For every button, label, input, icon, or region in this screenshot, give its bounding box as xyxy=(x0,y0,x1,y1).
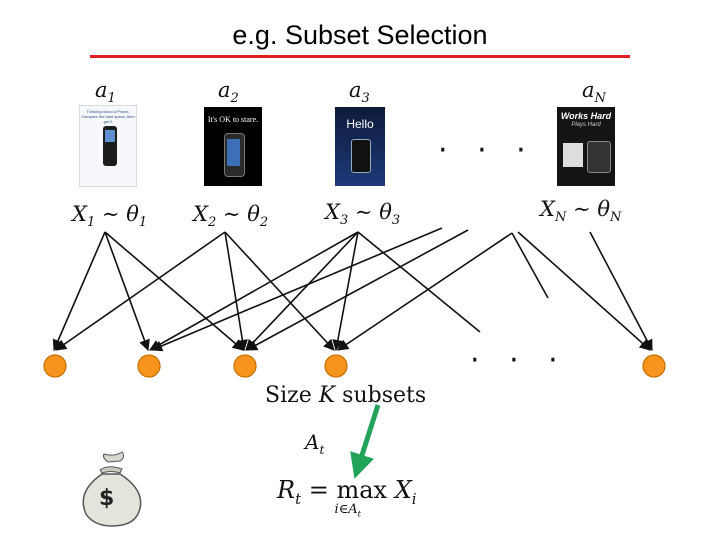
subset-node-4 xyxy=(324,354,348,378)
edge xyxy=(517,231,651,351)
ellipsis-top: · · · xyxy=(438,133,536,168)
edge xyxy=(589,231,653,351)
ad-text-4-brand: Works Hard xyxy=(560,111,612,121)
arm-distribution-2: X2 ∼ θ2 xyxy=(193,202,269,231)
title-underline xyxy=(90,55,630,58)
action-label: At xyxy=(305,430,325,457)
arm-label-a3: a3 xyxy=(349,78,370,107)
subset-node-2 xyxy=(137,354,161,378)
arm-distribution-N: XN ∼ θN xyxy=(540,197,622,226)
edge xyxy=(150,227,443,352)
subset-node-1 xyxy=(43,354,67,378)
arm-distribution-1: X1 ∼ θ1 xyxy=(72,202,148,231)
phone-screen xyxy=(227,139,240,166)
page-title: e.g. Subset Selection xyxy=(232,20,488,50)
max-subscript: i∈At xyxy=(334,502,361,519)
ad-text-3: Hello xyxy=(346,117,374,131)
ad-image-2: It's OK to stare. xyxy=(204,107,262,186)
edge xyxy=(104,231,150,352)
edge xyxy=(332,231,359,352)
ad-text-2: It's OK to stare. xyxy=(207,115,259,124)
subset-node-N xyxy=(642,354,666,378)
edge xyxy=(246,229,469,351)
subsets-caption: Size K subsets xyxy=(265,383,427,408)
phone-screen xyxy=(105,130,115,142)
ad-image-3: Hello xyxy=(335,107,385,186)
ad-copy-block xyxy=(563,143,583,167)
edge xyxy=(55,231,226,351)
edge xyxy=(52,231,106,352)
edge xyxy=(224,231,335,351)
ad-text-4-sub: Plays Hard xyxy=(571,122,601,128)
edge xyxy=(149,231,359,351)
money-bag-icon xyxy=(82,451,142,527)
arm-distribution-3: X3 ∼ θ3 xyxy=(325,200,401,229)
arm-label-aN: aN xyxy=(582,78,606,107)
edge xyxy=(224,231,248,352)
ad-text-1: Thinking about a Phone, Compare the best… xyxy=(81,109,135,124)
edge xyxy=(104,231,244,351)
ad-image-4: Works Hard Plays Hard xyxy=(557,107,615,186)
edge xyxy=(245,231,359,351)
edge xyxy=(357,231,481,333)
phone-image xyxy=(587,141,611,173)
arm-label-a2: a2 xyxy=(218,78,239,107)
arm-label-a1: a1 xyxy=(95,78,116,107)
ad-image-1: Thinking about a Phone, Compare the best… xyxy=(79,105,137,187)
edge xyxy=(511,232,549,299)
ellipsis-mid: · · · xyxy=(470,343,568,378)
selection-arrow xyxy=(350,404,381,479)
dollar-sign-icon: $ xyxy=(99,486,115,511)
edge xyxy=(337,232,513,351)
subset-node-3 xyxy=(233,354,257,378)
reward-formula: Rt = max i∈At Xi xyxy=(277,476,417,519)
phone-image xyxy=(351,139,371,173)
